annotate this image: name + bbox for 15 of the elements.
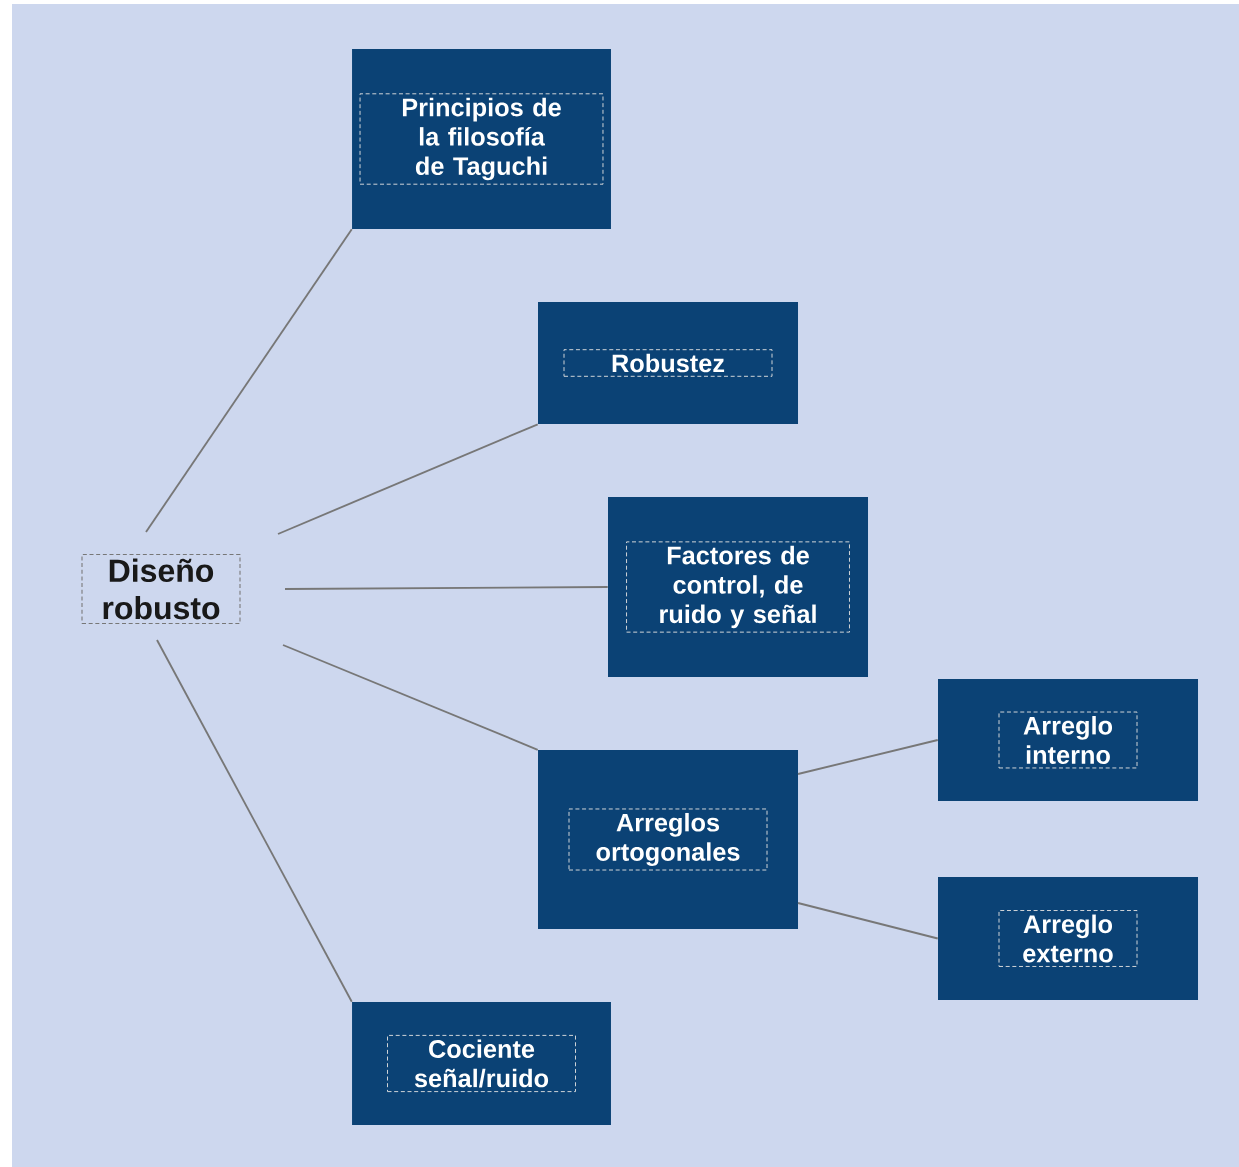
connector-line — [797, 902, 939, 940]
concept-box: Arreglos ortogonales — [538, 750, 798, 929]
connector-line — [282, 644, 539, 751]
concept-box: Arreglo externo — [938, 877, 1198, 1000]
connector-line — [797, 739, 939, 775]
connector-line — [145, 228, 353, 533]
connector-line — [284, 586, 609, 590]
connector-line — [156, 639, 353, 1003]
concept-box: Robustez — [538, 302, 798, 424]
concept-box: Cociente señal/ruido — [352, 1002, 611, 1125]
concept-box: Principios de la filosofía de Taguchi — [352, 49, 611, 229]
topic-label: Diseño robusto — [81, 554, 241, 624]
concept-box: Factores de control, de ruido y señal — [608, 497, 868, 677]
concept-box: Arreglo interno — [938, 679, 1198, 801]
connector-line — [277, 423, 539, 535]
